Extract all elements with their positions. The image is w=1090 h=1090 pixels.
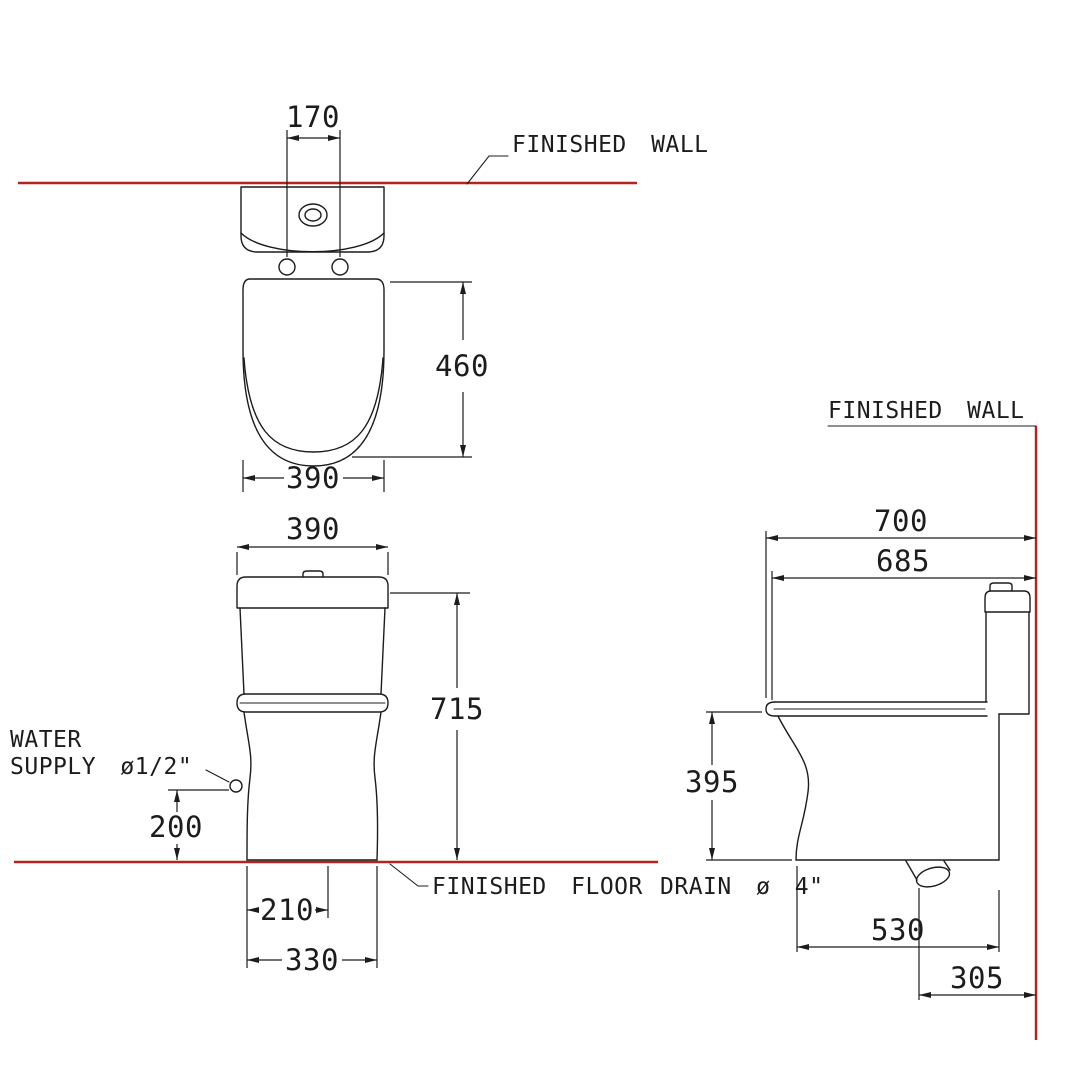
top-view-group: FINISHED WALL 170 460 390 (240, 100, 709, 495)
water-supply-leader (205, 769, 230, 783)
seat-front-band (236, 693, 389, 713)
finished-wall-top-label: FINISHED WALL (512, 132, 709, 158)
side-view-group: FINISHED WALL 700 685 395 (685, 398, 1037, 1000)
dim-390-plan-label: 390 (286, 461, 340, 495)
dim-395-label: 395 (685, 765, 739, 799)
pedestal-right-edge (373, 711, 382, 861)
tank-front-button (302, 570, 324, 578)
finished-floor-leader (389, 863, 429, 887)
tank-plan-front-curve (240, 232, 385, 253)
seat-hinge-right (331, 258, 349, 276)
drain-pipe-right-edge (943, 860, 951, 871)
seat-plan-inner-line (243, 357, 384, 453)
reference-lines (14, 181, 1038, 1040)
tank-side-back-edge (998, 611, 1030, 715)
dim-170-label: 170 (286, 100, 340, 134)
tank-side-button (989, 582, 1013, 592)
tank-side-lid (984, 590, 1031, 613)
water-supply-label-1: WATER (10, 727, 82, 753)
seat-hinge-left (278, 258, 296, 276)
drain-label: DRAIN ø 4" (660, 874, 823, 900)
tank-front-side-left (239, 607, 245, 695)
water-supply-label-2: SUPPLY ø1/2" (10, 754, 192, 780)
water-supply-inlet (229, 779, 243, 793)
finished-wall-top-leader (466, 155, 509, 185)
pedestal-left-edge (243, 711, 252, 861)
finished-wall-side-label: FINISHED WALL (828, 398, 1025, 424)
dim-390-front-label: 390 (286, 512, 340, 546)
dim-330-label: 330 (285, 943, 339, 977)
drain-pipe-left-edge (905, 860, 918, 881)
tank-front-side-right (380, 607, 386, 695)
tank-front-lid (236, 576, 389, 609)
dim-305-label: 305 (950, 961, 1004, 995)
flush-button-inner (304, 208, 322, 222)
dim-530-label: 530 (871, 913, 925, 947)
dim-715-label: 715 (430, 692, 484, 726)
tank-plan-outline (240, 186, 385, 253)
dim-460-label: 460 (435, 349, 489, 383)
drain-pipe-opening (915, 866, 951, 888)
dim-685-label: 685 (876, 544, 930, 578)
seat-plan-outline (242, 278, 385, 467)
front-view-group: 390 WATER SUPPLY ø1/2" 200 715 FINISHED … (10, 512, 823, 977)
dim-700-label: 700 (874, 504, 928, 538)
bowl-side-profile (777, 715, 810, 861)
finished-floor-label: FINISHED FLOOR (432, 874, 643, 900)
seat-side-front-cap (765, 701, 776, 717)
flush-button-outer (298, 203, 328, 227)
dim-200-label: 200 (149, 810, 203, 844)
dim-210-label: 210 (260, 893, 314, 927)
